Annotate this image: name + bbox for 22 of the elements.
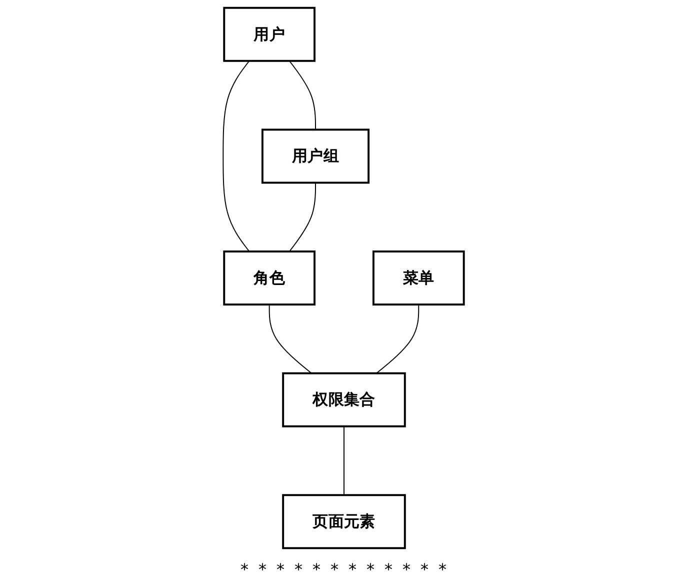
node-box: 用户 [223,6,316,62]
connector [268,304,312,374]
node-box: 菜单 [372,250,465,306]
multiplicity-label: * [294,560,302,579]
node-box: 页面元素 [282,494,406,550]
connector [288,60,316,130]
node-box: 用户组 [261,128,370,184]
multiplicity-label: * [312,560,320,579]
multiplicity-label: * [366,560,374,579]
node-box: 角色 [223,250,316,306]
connector [222,60,250,252]
multiplicity-label: * [438,560,446,579]
multiplicity-label: * [258,560,266,579]
multiplicity-label: * [330,560,338,579]
multiplicity-label: * [276,560,284,579]
multiplicity-label: * [384,560,392,579]
multiplicity-label: * [348,560,356,579]
multiplicity-label: * [240,560,248,579]
connector [288,182,316,252]
multiplicity-label: * [420,560,428,579]
connector [376,304,420,374]
multiplicity-label: * [402,560,410,579]
